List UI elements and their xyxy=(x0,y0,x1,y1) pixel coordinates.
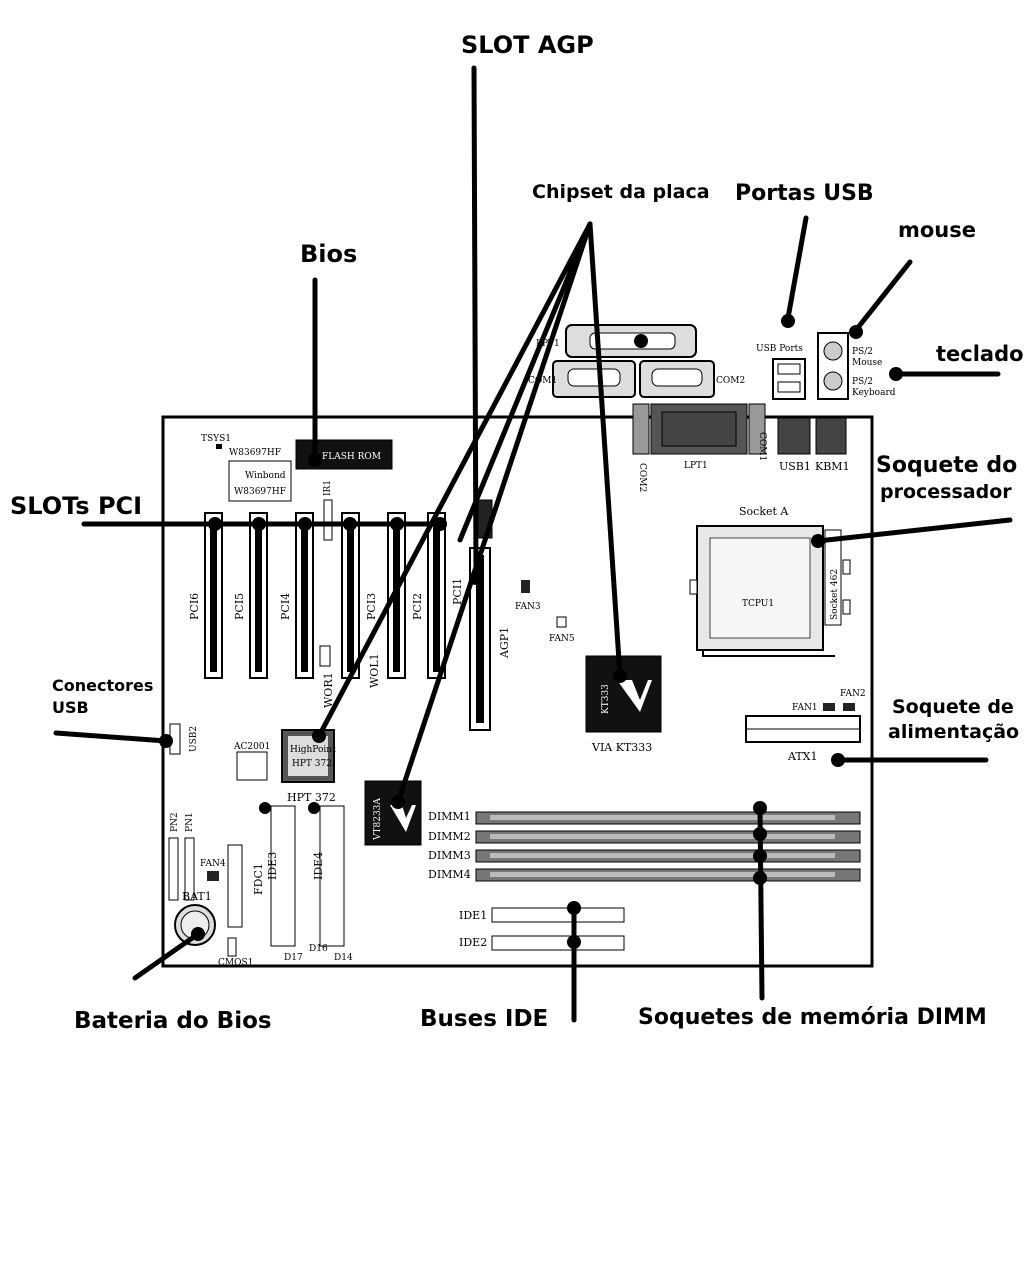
tsys1-label: TSYS1 xyxy=(201,434,231,444)
back-panel-connectors: LPT1 COM1 COM2 USB Ports PS/2 Mouse PS/2… xyxy=(528,325,896,399)
com2-top-label: COM2 xyxy=(716,376,745,386)
fdc1-label: FDC1 xyxy=(252,863,265,895)
ide1-label: IDE1 xyxy=(459,909,487,922)
portas-usb-callout: Portas USB xyxy=(735,181,874,206)
winbond-label: Winbond xyxy=(245,471,286,481)
socket-462-label: Socket 462 xyxy=(830,569,840,620)
w83697hf-label: W83697HF xyxy=(229,448,281,458)
ps2-mouse-label-1: PS/2 xyxy=(852,347,873,357)
fan5-label: FAN5 xyxy=(549,634,575,644)
bateria-bios-callout: Bateria do Bios xyxy=(74,1008,272,1034)
pn2-label: PN2 xyxy=(170,812,180,832)
com1-top-label: COM1 xyxy=(528,376,557,386)
ps2-keyboard-port xyxy=(824,372,842,390)
soquete-processador-callout-1: Soquete do xyxy=(876,453,1017,478)
bios-callout: Bios xyxy=(300,240,357,268)
conectores-usb-callout-1: Conectores xyxy=(52,676,153,695)
fan3-label: FAN3 xyxy=(515,602,541,612)
conectores-usb-callout-2: USB xyxy=(52,698,89,717)
tcpu1-label: TCPU1 xyxy=(742,599,774,609)
mouse-callout: mouse xyxy=(898,218,976,242)
chipset-callout: Chipset da placa xyxy=(532,181,710,203)
kt333-chip-label: KT333 xyxy=(601,684,611,714)
hpt-chip-label: HPT 372 xyxy=(292,759,332,769)
fan4-label: FAN4 xyxy=(200,859,226,869)
usb2-label: USB2 xyxy=(189,726,199,752)
cmos1-label: CMOS1 xyxy=(218,958,253,968)
slots-pci-callout: SLOTs PCI xyxy=(10,492,142,520)
com2-connector xyxy=(633,404,649,454)
dimm1-label: DIMM1 xyxy=(428,810,471,823)
buses-ide-callout: Buses IDE xyxy=(420,1006,548,1032)
via-kt333-chip xyxy=(586,656,661,732)
pci6-label: PCI6 xyxy=(188,593,201,620)
d14-label: D14 xyxy=(334,953,353,963)
pci3-label: PCI3 xyxy=(365,593,378,620)
via-kt333-label: VIA KT333 xyxy=(591,741,652,754)
vt8233a-label: VT8233A xyxy=(373,798,383,841)
usb1-label: USB1 xyxy=(779,460,811,473)
hpt372-label: HPT 372 xyxy=(287,791,336,804)
pci5-label: PCI5 xyxy=(233,593,246,620)
com1-side-label: COM1 xyxy=(757,432,767,461)
dimm4-label: DIMM4 xyxy=(428,868,471,881)
ps2-mouse-port xyxy=(824,342,842,360)
agp1-label: AGP1 xyxy=(498,627,511,659)
ide4-label: IDE4 xyxy=(312,852,325,880)
kbm1-connector xyxy=(816,418,846,454)
slot-agp-callout: SLOT AGP xyxy=(461,31,594,59)
soquete-alimentacao-callout-1: Soquete de xyxy=(892,696,1014,718)
winbond-part-label: W83697HF xyxy=(234,487,286,497)
usb-ports-label: USB Ports xyxy=(756,344,803,354)
dimm3-label: DIMM3 xyxy=(428,849,471,862)
ps2-keyboard-label-2: Keyboard xyxy=(852,388,896,398)
lpt1-label: LPT1 xyxy=(684,461,708,471)
usb1-connector xyxy=(778,418,810,454)
socket-a-label: Socket A xyxy=(739,505,789,518)
com2-side-label: COM2 xyxy=(637,463,647,492)
ide2-connector xyxy=(492,936,624,950)
soquetes-dimm-callout: Soquetes de memória DIMM xyxy=(638,1005,987,1030)
ir1-label: IR1 xyxy=(323,480,333,496)
ide3-label: IDE3 xyxy=(266,852,279,880)
bat1-label: BAT1 xyxy=(182,890,212,903)
ide1-connector xyxy=(492,908,624,922)
ac2001-label: AC2001 xyxy=(233,742,270,752)
fdc1-connector xyxy=(228,845,242,927)
fan1-label: FAN1 xyxy=(792,703,818,713)
kbm1-label: KBM1 xyxy=(815,460,850,473)
pn1-label: PN1 xyxy=(185,812,195,832)
ps2-keyboard-label-1: PS/2 xyxy=(852,377,873,387)
ac2001-chip xyxy=(237,752,267,780)
pci2-label: PCI2 xyxy=(411,593,424,620)
soquete-processador-callout-2: processador xyxy=(880,481,1012,503)
ps2-mouse-label-2: Mouse xyxy=(852,358,882,368)
atx1-label: ATX1 xyxy=(787,750,818,763)
d16-label: D16 xyxy=(309,944,328,954)
south-bridge: VT8233A xyxy=(365,781,421,845)
pci4-label: PCI4 xyxy=(279,593,292,620)
wol1-label: WOL1 xyxy=(368,653,381,688)
soquete-alimentacao-callout-2: alimentação xyxy=(888,721,1019,743)
fan2-label: FAN2 xyxy=(840,689,866,699)
pci1-label: PCI1 xyxy=(451,578,464,605)
flash-rom-label: FLASH ROM xyxy=(322,452,381,462)
dimm2-label: DIMM2 xyxy=(428,830,471,843)
teclado-callout: teclado xyxy=(936,342,1024,366)
wor1-label: WOR1 xyxy=(322,672,335,708)
highpoint-label: HighPoint xyxy=(290,745,336,755)
ide2-label: IDE2 xyxy=(459,936,487,949)
d17-label: D17 xyxy=(284,953,303,963)
